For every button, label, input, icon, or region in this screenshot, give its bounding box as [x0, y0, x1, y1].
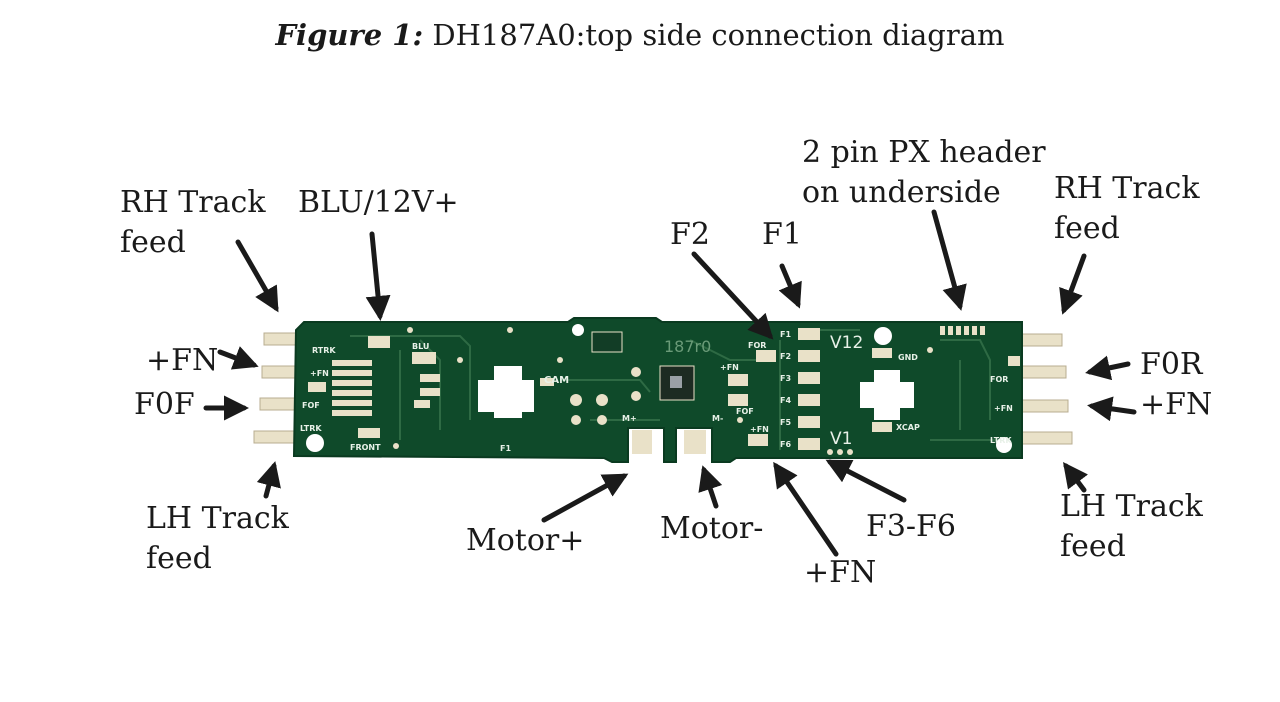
- silk-rtrk: RTRK: [312, 346, 336, 355]
- arrow-lh-track-right: [1063, 462, 1088, 493]
- label-px-header-underside: on underside: [802, 175, 1001, 210]
- label-lh-track-left: LH Track: [146, 501, 290, 536]
- annotation-arrows: [203, 209, 1137, 557]
- label-blu-12v: BLU/12V+: [298, 185, 459, 220]
- silk-f5: F5: [780, 418, 791, 427]
- arrow-fn-bottom: [773, 461, 839, 557]
- figure-label: Figure 1:: [275, 18, 424, 52]
- silk-front: FRONT: [350, 443, 381, 452]
- label-fn-left: +FN: [146, 343, 218, 378]
- arrow-blu-12v: [365, 231, 391, 321]
- label-f2: F2: [670, 217, 710, 252]
- right-pins: [1019, 333, 1073, 445]
- figure-caption: Figure 1: DH187A0:top side connection di…: [0, 18, 1280, 52]
- px-header-pads: [940, 326, 985, 335]
- arrow-fn-right: [1087, 396, 1137, 422]
- decoder-board: RTRK +FN FOF LTRK BLU FRONT F1 CAM M+ M-…: [253, 317, 1073, 463]
- left-smd-pads: [308, 336, 554, 438]
- mounting-holes: [306, 324, 1012, 453]
- cutout-right: [860, 370, 914, 420]
- silk-m-plus: M+: [622, 414, 637, 423]
- silk-fof: FOF: [302, 401, 320, 410]
- pin-for-right: [1019, 365, 1067, 379]
- silk-m-minus: M-: [712, 414, 723, 423]
- arrow-fn-left: [217, 346, 259, 370]
- silk-cam: CAM: [544, 375, 569, 386]
- silk-for-a: FOR: [748, 341, 766, 350]
- silk-ltrk-b: LTRK: [990, 436, 1012, 445]
- label-lh-track-right: LH Track: [1060, 489, 1204, 524]
- silk-f3: F3: [780, 374, 791, 383]
- silk-fof-b: FOF: [736, 407, 754, 416]
- silk-f2: F2: [780, 352, 791, 361]
- silkscreen: RTRK +FN FOF LTRK BLU FRONT F1 CAM M+ M-…: [300, 330, 1013, 453]
- label-f1: F1: [762, 217, 802, 252]
- label-fn-right: +FN: [1140, 387, 1212, 422]
- silk-v12: V12: [830, 333, 863, 353]
- silk-fn-b: +FN: [720, 363, 739, 372]
- label-lh-track-left-feed: feed: [146, 541, 212, 576]
- function-pads: [756, 328, 1020, 450]
- figure-title: DH187A0:top side connection diagram: [432, 18, 1005, 52]
- silk-for-b: FOR: [990, 375, 1008, 384]
- silk-f4: F4: [780, 396, 791, 405]
- silk-fn-a: +FN: [310, 369, 329, 378]
- motor-plus-pad: [632, 430, 652, 454]
- vias: [393, 327, 933, 455]
- arrow-motor-plus: [541, 473, 629, 523]
- arrow-px-header: [931, 209, 967, 311]
- label-motor-plus: Motor+: [466, 523, 584, 558]
- silk-ltrk: LTRK: [300, 424, 322, 433]
- label-motor-minus: Motor-: [660, 511, 763, 546]
- center-components: [570, 331, 768, 446]
- silk-fn-d: +FN: [994, 404, 1013, 413]
- arrow-f3-f6: [825, 459, 907, 503]
- label-f3-f6: F3-F6: [866, 509, 956, 544]
- label-f0f: F0F: [134, 387, 195, 422]
- pin-rtrk-right: [1019, 333, 1063, 347]
- annotation-labels: RH Track feed BLU/12V+ +FN F0F LH Track …: [120, 135, 1212, 590]
- pin-fn-right: [1019, 399, 1069, 413]
- arrow-rh-track-right: [1059, 253, 1087, 315]
- silk-xcap: XCAP: [896, 423, 920, 432]
- pin-ltrk-right: [1019, 431, 1073, 445]
- arrow-f2: [691, 251, 774, 340]
- silk-blu: BLU: [412, 342, 429, 351]
- motor-minus-pad: [684, 430, 706, 454]
- arrow-lh-track-left: [256, 461, 281, 499]
- arrow-rh-track-left: [235, 239, 279, 313]
- label-fn-bottom: +FN: [804, 555, 876, 590]
- silk-v1: V1: [830, 429, 852, 449]
- silk-f1: F1: [780, 330, 791, 339]
- label-rh-track-right: RH Track: [1054, 171, 1200, 206]
- pcb-traces: [350, 329, 1010, 450]
- silk-fn-c: +FN: [750, 425, 769, 434]
- cutout-left: [478, 366, 534, 418]
- silk-gnd: GND: [898, 353, 918, 362]
- arrow-f0r: [1085, 355, 1131, 381]
- pcb-outline: [292, 317, 1023, 463]
- arrow-motor-minus: [698, 465, 723, 509]
- label-lh-track-right-feed: feed: [1060, 529, 1126, 564]
- label-rh-track-left-feed: feed: [120, 225, 186, 260]
- arrow-f1: [778, 263, 802, 309]
- label-px-header: 2 pin PX header: [802, 135, 1046, 170]
- label-rh-track-left: RH Track: [120, 185, 266, 220]
- silk-f6: F6: [780, 440, 791, 449]
- silk-model: 187r0: [664, 337, 711, 356]
- label-f0r: F0R: [1140, 347, 1204, 382]
- label-rh-track-right-feed: feed: [1054, 211, 1120, 246]
- silk-f1-bottom: F1: [500, 444, 511, 453]
